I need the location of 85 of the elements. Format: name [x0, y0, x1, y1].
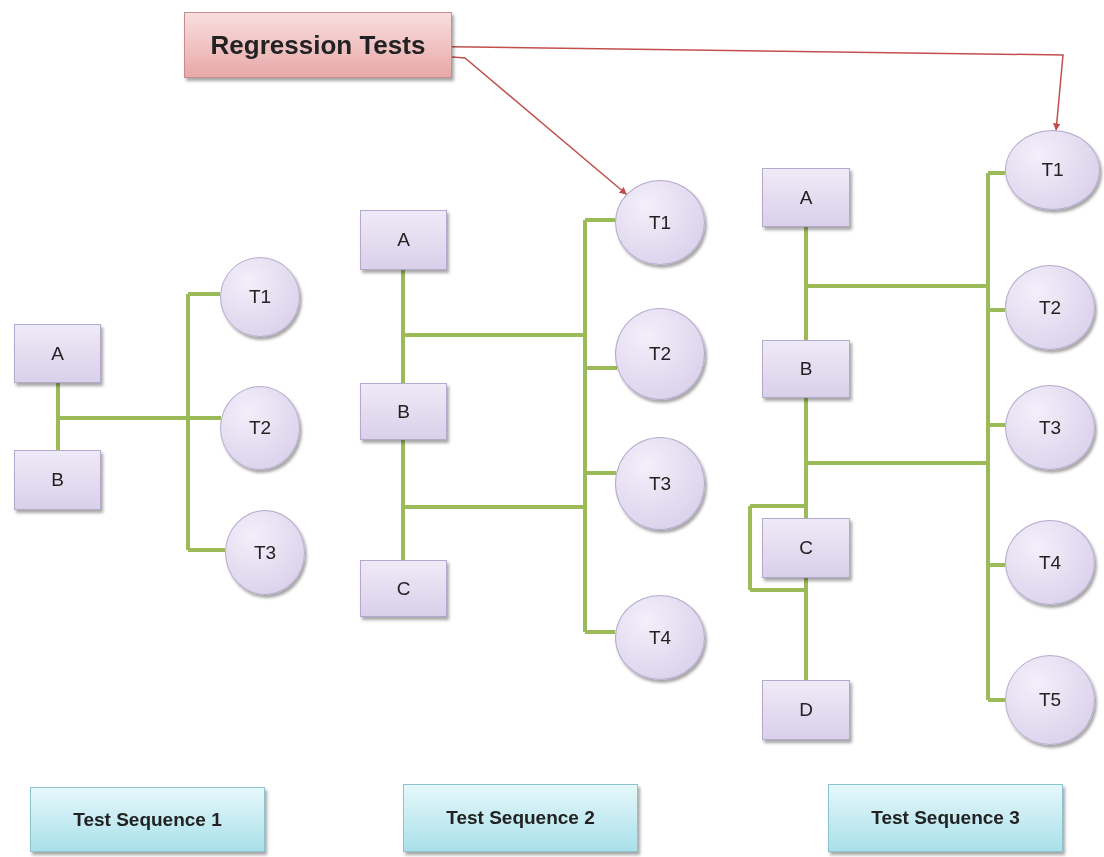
module-name: A [799, 186, 813, 209]
test-name: T3 [253, 541, 277, 564]
connector-line [986, 173, 990, 286]
module-name: B [799, 358, 813, 380]
module-box [762, 680, 850, 740]
module-box [360, 210, 447, 270]
connector-line [583, 473, 587, 507]
module-name: B [397, 400, 410, 423]
arrow [451, 46, 1064, 131]
connector-line [986, 463, 990, 565]
title-text: Regression Tests [210, 29, 426, 61]
test-name: T3 [648, 472, 672, 495]
module-name: A [51, 342, 64, 365]
connector-line [988, 698, 1005, 702]
connector-line [804, 227, 808, 286]
module-box [762, 168, 850, 227]
test-name: T1 [248, 286, 272, 308]
connector-line [988, 308, 1005, 312]
module-box [360, 560, 447, 617]
sequence-label-box [30, 787, 265, 852]
connector-line [188, 548, 225, 552]
test-name: T3 [1038, 416, 1062, 439]
module-box [14, 450, 101, 510]
connector-line [585, 218, 615, 222]
connector-line [403, 333, 585, 337]
test-name: T5 [1038, 689, 1062, 711]
connector-line [988, 423, 1005, 427]
connector-line [583, 507, 587, 632]
sequence-title: Test Sequence 2 [446, 807, 595, 829]
connector-line [585, 471, 616, 475]
test-name: T2 [648, 343, 672, 365]
connector-line [186, 294, 190, 418]
sequence-label-box [828, 784, 1063, 852]
sequence-title: Test Sequence 1 [73, 808, 222, 831]
connector-line [403, 505, 585, 509]
connector-line [188, 416, 221, 420]
connector-line [401, 335, 405, 383]
test-name: T2 [248, 417, 272, 439]
connector-line [804, 398, 808, 463]
connector-line [56, 383, 60, 418]
connector-line [750, 504, 806, 508]
connector-line [806, 284, 988, 288]
test-name: T2 [1038, 296, 1062, 319]
title-box [184, 12, 452, 78]
module-name: A [397, 229, 410, 251]
connector-line [583, 220, 587, 335]
test-name: T4 [648, 626, 672, 649]
module-box [14, 324, 101, 383]
module-name: D [799, 699, 813, 721]
connector-line [56, 418, 60, 450]
module-box [762, 340, 850, 398]
connector-line [986, 286, 990, 310]
sequence-title: Test Sequence 3 [871, 807, 1020, 829]
connector-line [748, 565, 752, 590]
connector-line [401, 270, 405, 335]
connector-line [986, 310, 990, 425]
connector-line [806, 461, 988, 465]
connector-line [585, 366, 617, 370]
arrow [451, 56, 628, 195]
connector-line [988, 563, 1005, 567]
connector-line [748, 506, 752, 565]
module-name: C [396, 577, 411, 600]
module-box [360, 383, 447, 440]
connector-line [804, 286, 808, 340]
connector-line [583, 335, 587, 368]
connector-line [986, 425, 990, 463]
connector-line [188, 292, 220, 296]
module-name: B [51, 469, 64, 491]
test-name: T1 [648, 211, 672, 234]
module-box [762, 518, 850, 578]
test-name: T4 [1038, 551, 1062, 574]
connector-line [58, 416, 188, 420]
connector-line [804, 463, 808, 506]
connector-line [401, 440, 405, 507]
connector-line [186, 418, 190, 550]
module-name: C [799, 537, 813, 559]
connector-line [988, 171, 1005, 175]
test-name: T1 [1041, 159, 1064, 181]
test-ellipse [615, 180, 705, 265]
connector-line [750, 588, 806, 592]
sequence-label-box [403, 784, 638, 852]
connector-line [585, 630, 615, 634]
connector-line [583, 368, 587, 473]
connector-line [986, 565, 990, 700]
connector-line [401, 507, 405, 560]
